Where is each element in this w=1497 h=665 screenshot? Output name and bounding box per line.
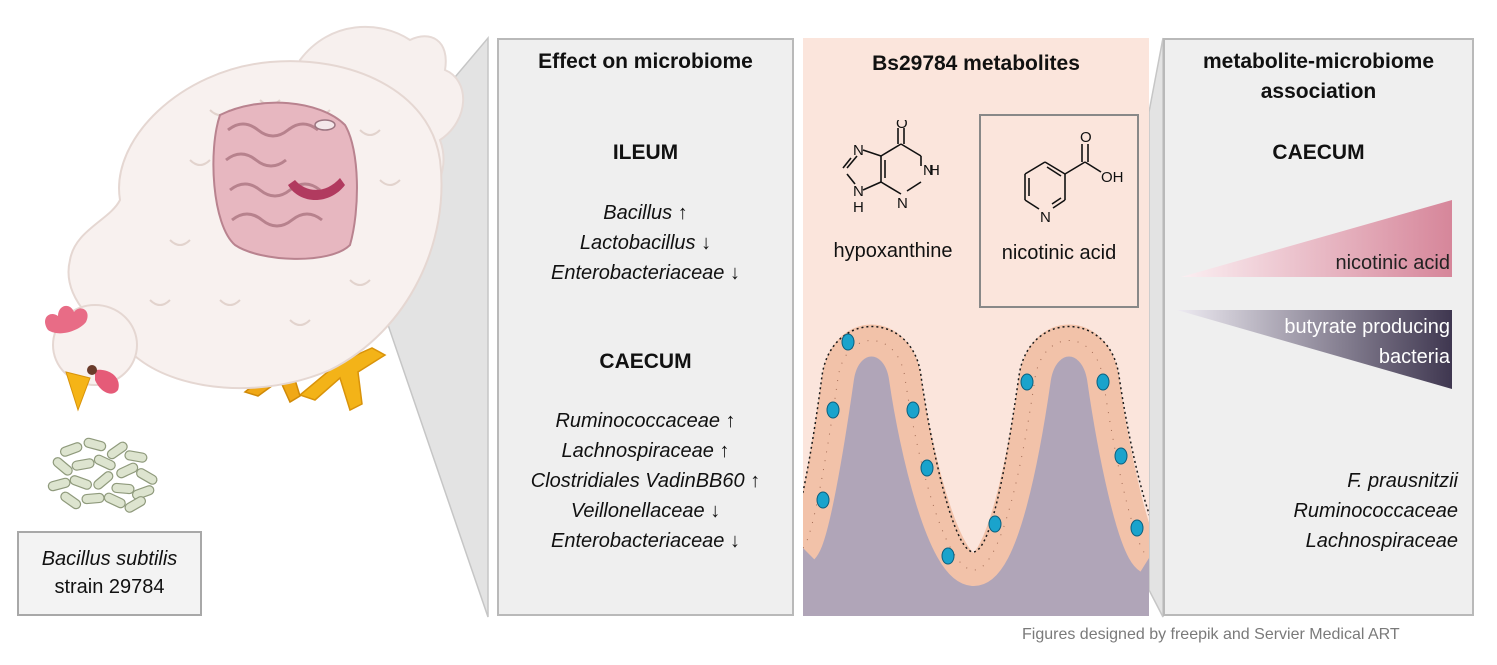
metabolites-panel-title: Bs29784 metabolites: [872, 52, 1080, 75]
strain-number: strain 29784: [54, 576, 165, 598]
association-wedges: [1177, 200, 1452, 389]
taxon-row: Lachnospiraceae: [1305, 530, 1458, 552]
association-title-line1: metabolite-microbiome: [1202, 50, 1435, 73]
wedge-nicotinic-acid-label: nicotinic acid: [1335, 252, 1450, 274]
taxon-row: Ruminococcaceae: [1293, 500, 1458, 522]
association-panel: metabolite-microbiome association CAECUM…: [1163, 38, 1474, 616]
nicotinic-acid-box: O OH N nicotinic acid: [979, 114, 1139, 308]
atom-label: O: [1080, 129, 1092, 146]
association-taxa-list: F. prausnitzii Ruminococcaceae Lachnospi…: [1293, 466, 1458, 556]
atom-label: OH: [1101, 169, 1124, 186]
taxon-row: Ruminococcaceae ↑: [555, 410, 736, 432]
arrow-down-icon: ↓: [701, 232, 712, 254]
caecum-label: CAECUM: [599, 350, 692, 373]
arrow-up-icon: ↑: [750, 470, 761, 492]
arrow-down-icon: ↓: [730, 262, 740, 284]
ileum-taxa-list: Bacillus ↑ Lactobacillus ↓ Enterobacteri…: [499, 198, 792, 288]
caecum-taxa-list: Ruminococcaceae ↑ Lachnospiraceae ↑ Clos…: [499, 406, 792, 556]
atom-label: N: [853, 142, 864, 159]
zoom-projection-right: [1148, 37, 1164, 618]
atom-label: N: [1040, 209, 1051, 226]
wedge-butyrate-label-line1: butyrate producing: [1284, 316, 1450, 338]
microbiome-panel-title: Effect on microbiome: [538, 50, 753, 73]
atom-label: N: [853, 183, 864, 200]
taxon-row: Clostridiales VadinBB60 ↑: [530, 470, 761, 492]
taxon-row: F. prausnitzii: [1347, 470, 1458, 492]
nicotinic-acid-wedge: [1181, 200, 1452, 277]
hypoxanthine-label: hypoxanthine: [833, 240, 953, 262]
strain-box: Bacillus subtilis strain 29784: [17, 531, 202, 616]
taxon-row: Lachnospiraceae ↑: [561, 440, 730, 462]
taxon-row: Veillonellaceae ↓: [570, 500, 721, 522]
arrow-up-icon: ↑: [725, 410, 736, 432]
taxon-row: Bacillus ↑: [603, 202, 688, 224]
ileum-label: ILEUM: [612, 141, 679, 164]
nicotinic-acid-label: nicotinic acid: [1001, 242, 1117, 264]
arrow-down-icon: ↓: [710, 500, 721, 522]
arrow-up-icon: ↑: [719, 440, 730, 462]
arrow-down-icon: ↓: [730, 530, 740, 552]
taxon-row: Enterobacteriaceae ↓: [550, 262, 740, 284]
butyrate-wedge: [1177, 310, 1452, 389]
wedge-butyrate-label: butyrate producing bacteria: [1284, 312, 1450, 372]
arrow-up-icon: ↑: [677, 202, 688, 224]
microbiome-panel: Effect on microbiome ILEUM Bacillus ↑ La…: [497, 38, 794, 616]
taxon-row: Lactobacillus ↓: [579, 232, 712, 254]
association-region-label: CAECUM: [1272, 141, 1365, 164]
figure-credit: Figures designed by freepik and Servier …: [1022, 626, 1400, 643]
association-title-line2: association: [1260, 80, 1377, 103]
wedge-butyrate-label-line2: bacteria: [1378, 346, 1450, 368]
atom-label: N: [897, 195, 908, 212]
taxon-row: Enterobacteriaceae ↓: [550, 530, 740, 552]
nicotinic-acid-structure: O OH N: [1024, 129, 1124, 226]
strain-species: Bacillus subtilis: [41, 548, 178, 570]
atom-label: H: [929, 162, 940, 179]
metabolites-panel: Bs29784 metabolites O N H N N: [803, 38, 1149, 616]
bacillus-pellets-illustration: [47, 437, 158, 513]
atom-label: N: [923, 162, 934, 179]
intestinal-villi-illustration: [803, 324, 1149, 616]
chicken-illustration: [45, 25, 465, 412]
atom-label: H: [853, 199, 864, 216]
atom-label: O: [896, 120, 908, 132]
hypoxanthine-structure: O N H N N N H: [842, 120, 940, 216]
